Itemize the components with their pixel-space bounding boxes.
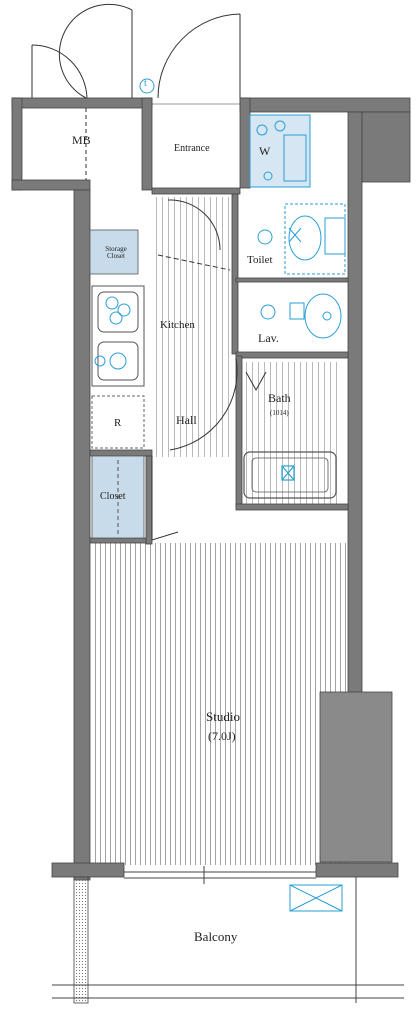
meter-mark-circle: [139, 78, 155, 94]
room-label-bath-size: (1014): [270, 409, 289, 417]
meter-mark: t: [144, 78, 147, 89]
room-label-mb: MB: [72, 133, 91, 147]
mb-doors: [31, 3, 133, 180]
studio-floor: [92, 543, 348, 865]
room-label-fridge: R: [114, 417, 122, 429]
lavatory-sink: [260, 293, 342, 339]
bath-tub: [243, 451, 337, 499]
kitchen-counter: [91, 285, 145, 387]
room-label-balcony: Balcony: [194, 929, 238, 944]
hall-floor: [152, 197, 234, 457]
balcony-rail: [52, 866, 404, 1003]
room-label-washer: W: [259, 144, 271, 158]
room-label-storage: Storage Closet: [105, 245, 127, 260]
room-label-entrance: Entrance: [174, 143, 210, 154]
room-label-toilet: Toilet: [247, 254, 273, 266]
room-label-studio: Studio: [206, 709, 240, 724]
room-label-closet: Closet: [100, 491, 126, 502]
ac-unit: [289, 884, 343, 912]
room-label-lavatory: Lav.: [258, 331, 279, 345]
room-label-bath: Bath: [268, 391, 291, 405]
bath-door: [245, 371, 267, 392]
fridge-space: [91, 395, 145, 449]
bath-floor: [240, 362, 338, 504]
room-label-hall: Hall: [176, 413, 197, 427]
toilet-fixture: [257, 203, 346, 275]
washer-pan: [249, 114, 311, 188]
entrance-door: [152, 13, 241, 105]
walls: [11, 97, 411, 1004]
storage-closet: [89, 229, 139, 275]
room-label-studio-size: (7.0J): [208, 729, 236, 743]
hall-doors: [151, 199, 238, 541]
room-label-kitchen: Kitchen: [160, 319, 195, 331]
